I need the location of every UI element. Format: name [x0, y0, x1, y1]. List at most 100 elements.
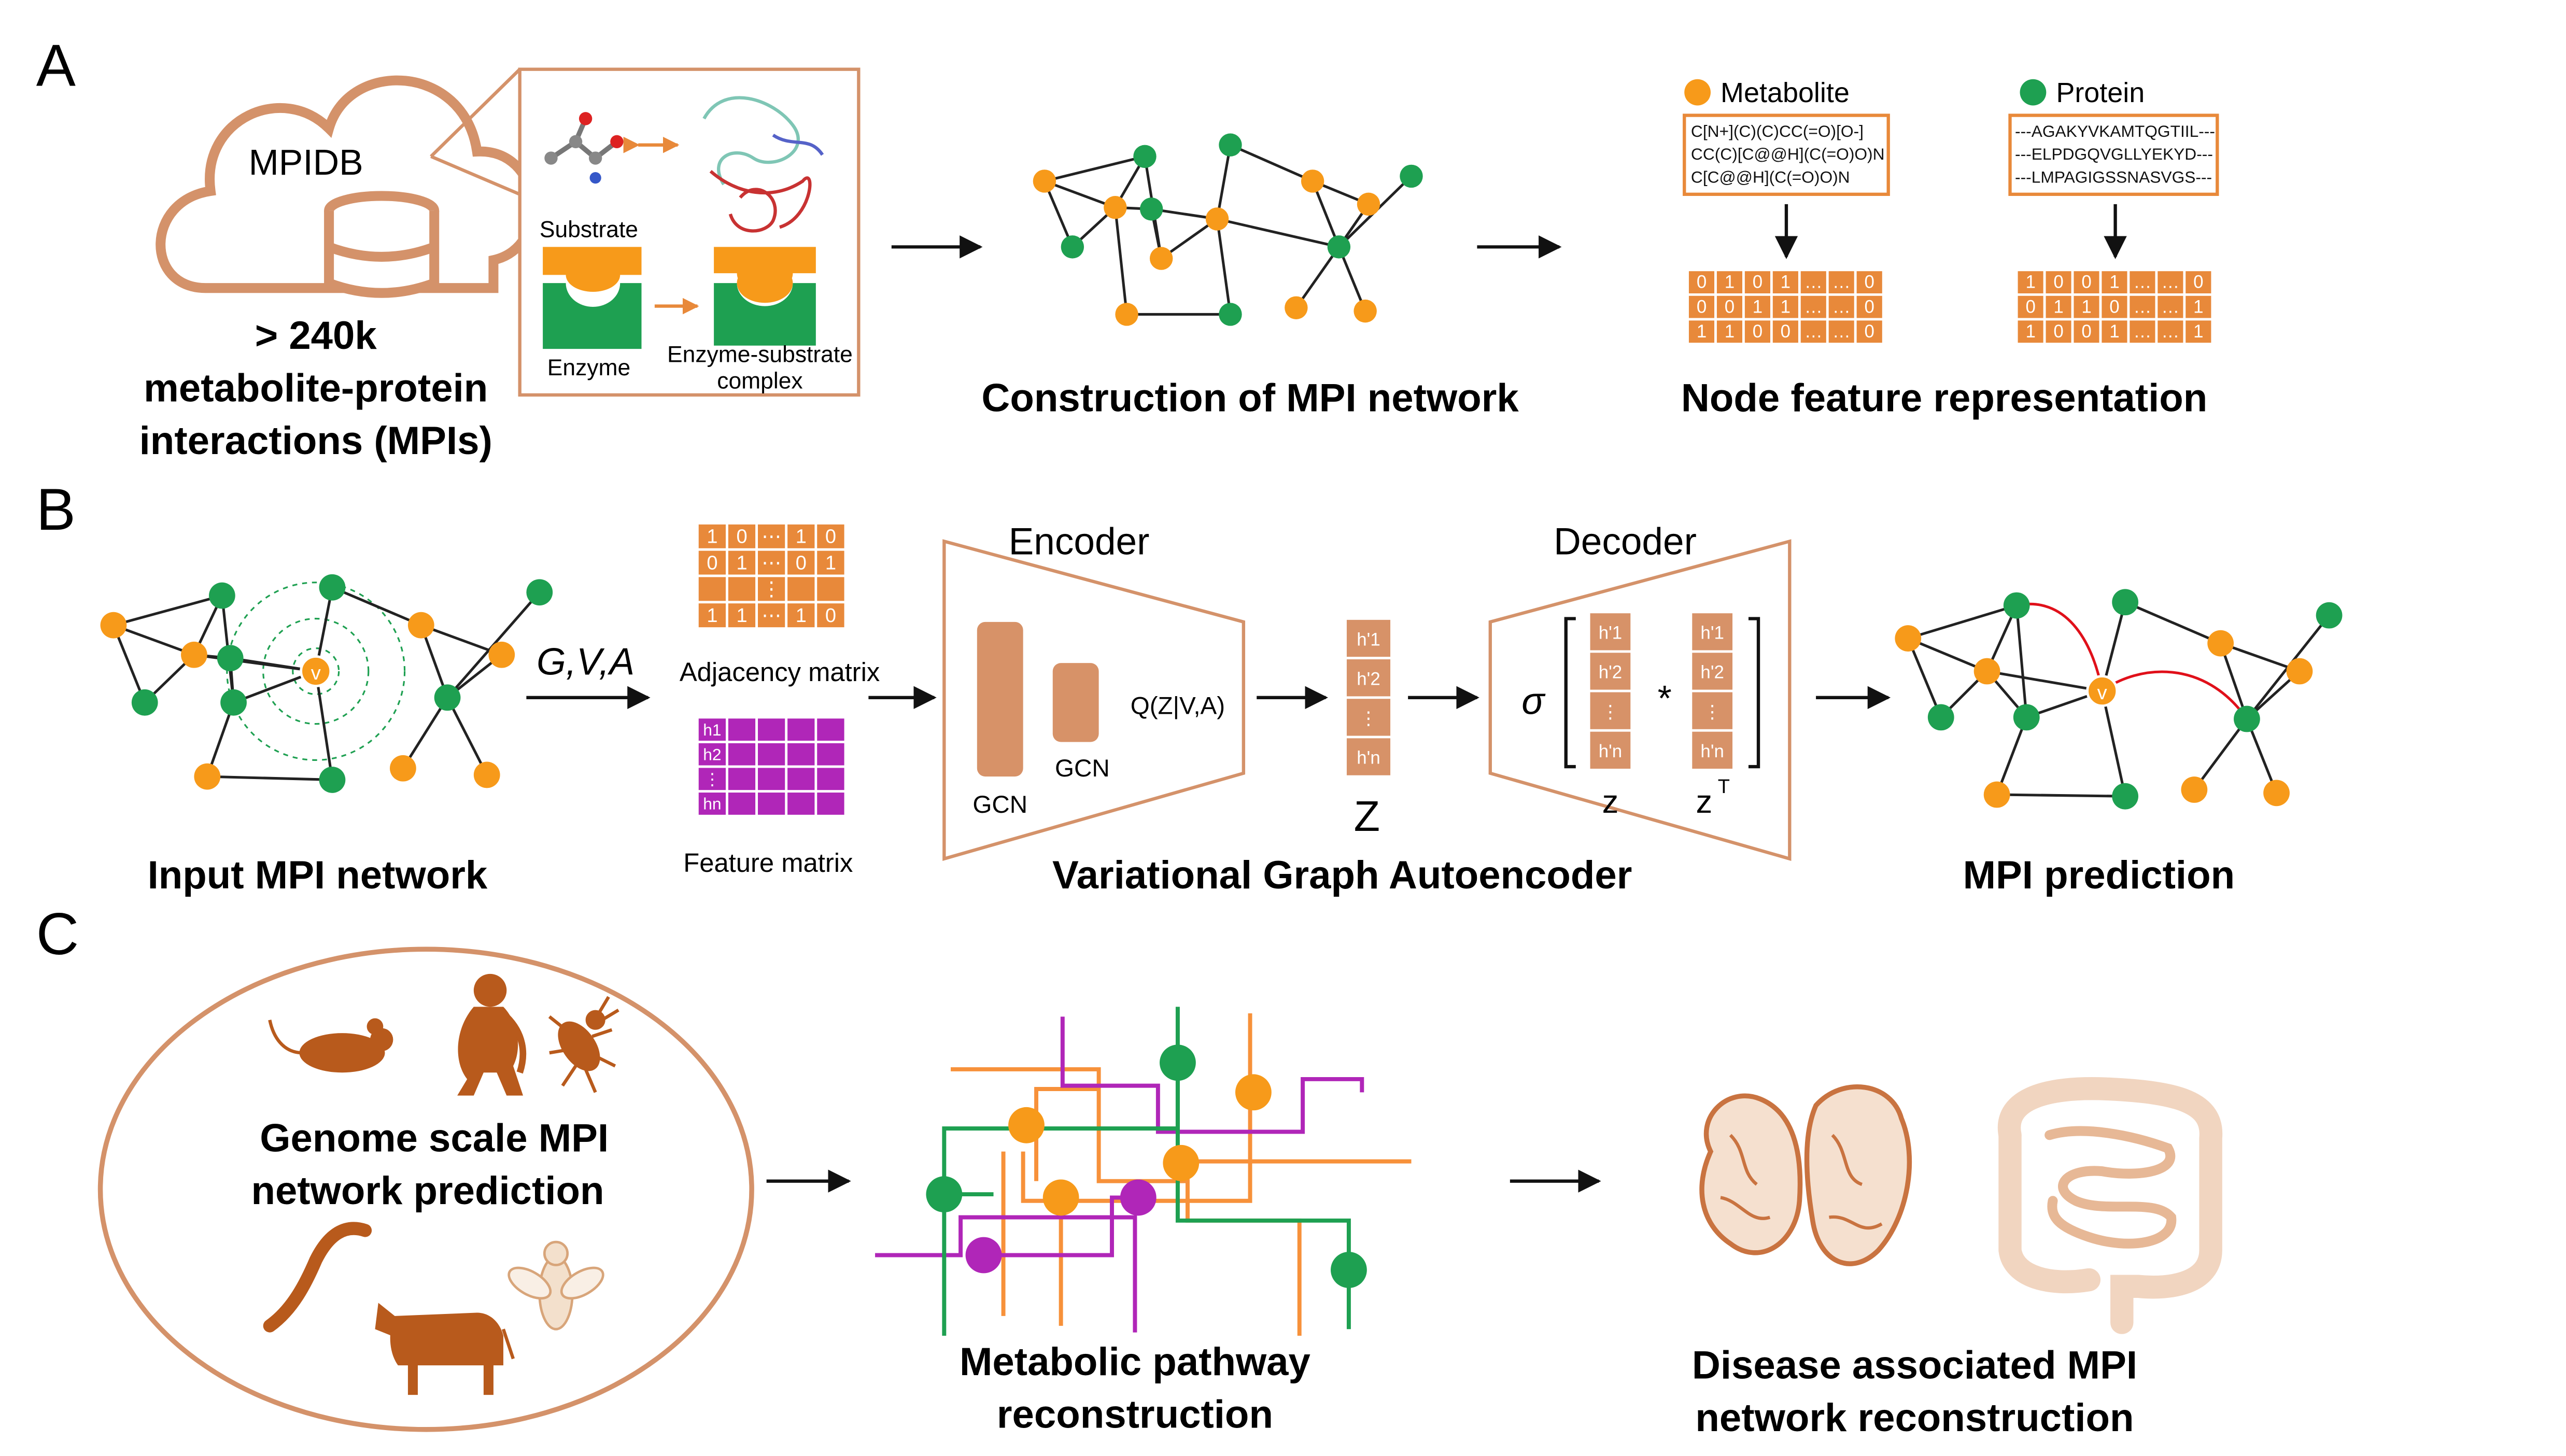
protein-node [2234, 705, 2260, 732]
adjacency-cell [785, 574, 817, 604]
matrix-cell-value: … [1832, 321, 1851, 342]
feature-cell [814, 716, 847, 743]
latent-z-entry: ⋮ [1360, 709, 1378, 729]
sequence-box [2008, 114, 2219, 196]
encoder-label: Encoder [1009, 521, 1150, 563]
metabolite-node [1104, 196, 1127, 219]
adjacency-cell-value: 0 [825, 605, 836, 627]
decoder-zt-entry: ⋮ [1703, 702, 1722, 722]
metabolite-node [2207, 630, 2234, 657]
legend-metabolite: Metabolite [1721, 77, 1850, 108]
matrix-cell-value: 0 [1697, 272, 1707, 292]
genome-caption: Genome scale MPI [260, 1116, 609, 1161]
matrix-cell [2071, 268, 2102, 296]
adjacency-cell [814, 574, 847, 604]
disease-caption: Disease associated MPI [1692, 1343, 2137, 1387]
latent-z-cell [1344, 657, 1393, 699]
adjacency-cell [785, 601, 817, 630]
adjacency-cell [755, 601, 788, 630]
matrix-cell-value: 1 [1725, 321, 1735, 342]
metabolite-node [1008, 1107, 1045, 1143]
gva-label: G,V,A [537, 641, 635, 683]
complex-label-2: complex [717, 368, 802, 393]
worm-icon [263, 1222, 372, 1333]
feature-row-label: h1 [703, 720, 721, 739]
matrix-cell-value: 0 [2081, 272, 2091, 292]
feature-cell [755, 716, 788, 743]
adjacency-cell-value: ⋯ [762, 605, 781, 627]
decoder-zt-cell [1689, 729, 1735, 771]
protein-node [2003, 592, 2030, 619]
metabolite-node [1973, 658, 2000, 685]
metabolite-node [1235, 1074, 1272, 1111]
protein-node [1139, 197, 1163, 221]
cow-icon [375, 1303, 515, 1395]
adjacency-cell-value: 1 [736, 552, 747, 574]
adjacency-cell [814, 601, 847, 630]
adjacency-cell [755, 574, 788, 604]
decoder-zt-cell [1689, 611, 1735, 653]
matrix-cell [2015, 318, 2046, 345]
matrix-cell [1770, 293, 1801, 321]
feature-cell [726, 716, 758, 743]
smiles-list: C[N+](C)(C)CC(=O)[O-]CC(C)[C@@H](C(=O)O)… [1691, 122, 1885, 187]
metabolite-node [1357, 192, 1380, 216]
matrix-cell-value: 1 [1781, 272, 1790, 292]
pathway-node [965, 1237, 1002, 1274]
decoder-z-entry: ⋮ [1601, 702, 1619, 722]
matrix-cell-value: … [2161, 296, 2179, 317]
input-mpi-network: v [100, 574, 553, 793]
input-caption: Input MPI network [148, 853, 488, 897]
legend-protein: Protein [2056, 77, 2145, 108]
decoder-zt-entry: h'n [1700, 741, 1724, 761]
matrix-cell [2071, 318, 2102, 345]
matrix-cell-value: 1 [2053, 296, 2063, 317]
metabolite-node [407, 612, 434, 639]
mpi-count-line2: metabolite-protein [144, 366, 488, 411]
matrix-cell-value: … [2161, 272, 2179, 292]
matrix-cell-value: 1 [1697, 321, 1707, 342]
sequence-list: ---AGAKYVKAMTQGTIIL------ELPDGQVGLLYEKYD… [2015, 122, 2215, 187]
times-label: * [1658, 678, 1672, 718]
gcn-label-1: GCN [972, 791, 1027, 818]
matrix-cell [1854, 293, 1885, 321]
metabolite-node [2263, 780, 2290, 807]
adjacency-cell [696, 574, 728, 604]
zt-superscript: T [1718, 776, 1730, 798]
decoder-zt-entry: h'1 [1700, 623, 1724, 643]
gcn-layer-1 [977, 621, 1023, 777]
metabolite-node [1163, 1144, 1200, 1181]
cloud-label: MPIDB [249, 142, 363, 182]
decoder-label: Decoder [1554, 521, 1697, 563]
matrix-cell [1714, 268, 1745, 296]
protein-node [131, 689, 158, 716]
matrix-cell-value: 1 [2109, 321, 2119, 342]
pathway-caption-2: reconstruction [997, 1393, 1273, 1437]
predicted-edge [2016, 602, 2104, 691]
mpi-count-line3: interactions (MPIs) [139, 419, 492, 463]
panel-b-letter: B [36, 477, 76, 543]
matrix-cell-value: 1 [1781, 296, 1790, 317]
protein-node [1331, 1252, 1367, 1288]
genome-caption-2: network prediction [251, 1169, 604, 1213]
prediction-caption: MPI prediction [1963, 853, 2235, 897]
predicted-edge [2101, 670, 2248, 720]
gcn-layer-2 [1052, 663, 1099, 742]
adjacency-cell-value: 1 [796, 605, 807, 627]
matrix-cell [2127, 318, 2158, 345]
decoder-z-vector: h'1h'2⋮h'n [1587, 611, 1633, 771]
network-caption: Construction of MPI network [981, 376, 1519, 420]
smiles-line: C[N+](C)(C)CC(=O)[O-] [1691, 122, 1864, 140]
protein-node [1061, 235, 1084, 259]
matrix-cell-value: 0 [1864, 272, 1874, 292]
metabolite-node [194, 763, 221, 790]
feature-cell [814, 765, 847, 793]
matrix-cell-value: 0 [1697, 296, 1707, 317]
metabolite-node [1895, 625, 1922, 652]
adjacency-cell-value: 0 [736, 526, 747, 548]
matrix-cell [2155, 268, 2186, 296]
protein-node [220, 689, 247, 716]
decoder-zt-cell [1689, 650, 1735, 692]
adjacency-cell [726, 601, 758, 630]
